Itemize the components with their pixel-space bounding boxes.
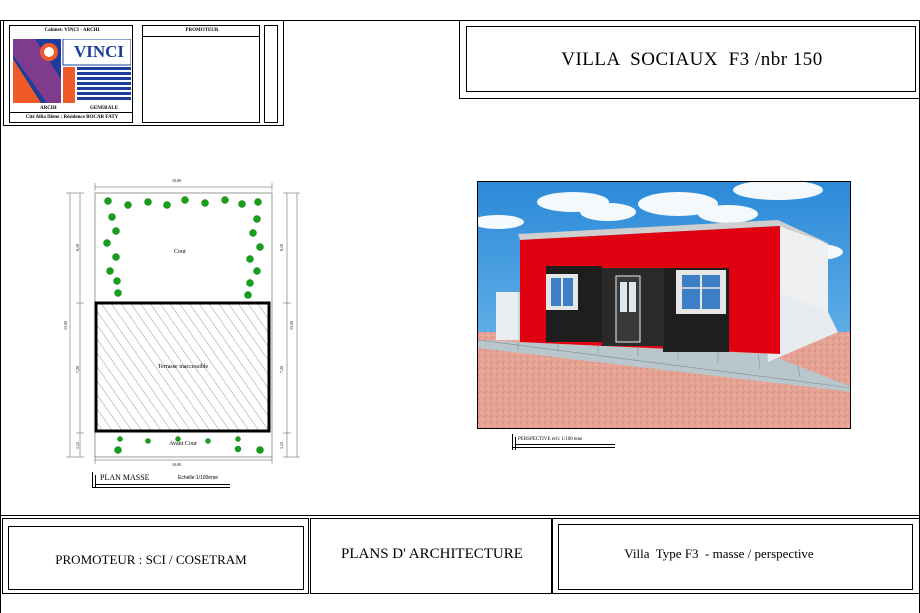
dim-top: 10,00 <box>172 178 181 183</box>
perspective-caption: PERSPECTIVE éch: 1/100 ème <box>512 432 622 450</box>
cartouche-separator <box>10 112 132 113</box>
cartouche-right-strip <box>264 25 278 123</box>
dim-right-total: 13,00 <box>289 321 294 330</box>
footer-inner-type: Villa Type F3 - masse / perspective <box>558 524 913 590</box>
title-block-outer: VILLA SOCIAUX F3 /nbr 150 <box>459 20 920 99</box>
perspective-render <box>477 181 851 429</box>
plan-masse-drawing <box>66 183 300 464</box>
cartouche-inner-left: Cabinet: VINCI - ARCHI <box>9 25 133 123</box>
cabinet-label: Cabinet: VINCI - ARCHI <box>44 28 100 33</box>
caption-rule <box>95 484 230 485</box>
footer-band: PROMOTEUR : SCI / COSETRAM PLANS D' ARCH… <box>0 515 920 613</box>
footer-cell-plans: PLANS D' ARCHITECTURE <box>310 518 552 594</box>
footer-villa-type-text: Villa Type F3 - masse / perspective <box>624 546 814 561</box>
terrasse-label: Terrasse inaccessible <box>157 364 209 370</box>
promoteur-box: PROMOTEUR <box>142 25 260 123</box>
footer-cell-type: Villa Type F3 - masse / perspective <box>552 518 920 594</box>
footer-inner-promoteur: PROMOTEUR : SCI / COSETRAM <box>8 526 304 590</box>
plan-masse-caption: PLAN MASSE Echelle:1/100ème <box>92 470 232 488</box>
caption-tick <box>92 472 93 488</box>
dim-bottom: 10,00 <box>172 462 181 467</box>
dim-left-total: 13,00 <box>63 321 68 330</box>
perspective-caption-text: PERSPECTIVE éch: 1/100 ème <box>518 437 583 442</box>
plan-masse-scale: Echelle:1/100ème <box>178 475 219 481</box>
persp-tick <box>512 434 513 450</box>
page-title: VILLA SOCIAUX F3 /nbr 150 <box>561 49 823 70</box>
caption-tick-2 <box>95 475 96 488</box>
persp-tick-2 <box>515 437 516 450</box>
persp-rule <box>515 444 615 445</box>
promoteur-header: PROMOTEUR <box>185 28 219 33</box>
avant-cour-label: Avant Cour <box>169 441 197 447</box>
logo-text: VINCI <box>73 42 125 61</box>
cartouche-block: Cabinet: VINCI - ARCHI <box>3 20 284 126</box>
archi-label: ARCHI <box>40 106 57 111</box>
persp-rule-2 <box>512 447 615 448</box>
plan-masse: 10,00 10,00 13,00 6,10 7,20 1,15 13,00 6… <box>60 175 300 495</box>
plan-masse-title: PLAN MASSE <box>100 473 150 482</box>
vinci-logo-graphic <box>13 39 131 103</box>
footer-cell-promoteur: PROMOTEUR : SCI / COSETRAM <box>2 518 309 594</box>
perspective-image <box>478 182 850 428</box>
cour-label: Cour <box>174 249 186 255</box>
caption-rule-2 <box>92 487 230 488</box>
generale-label: GENERALE <box>90 106 119 111</box>
vinci-logo: VINCI <box>13 39 131 103</box>
footer-plans-text: PLANS D' ARCHITECTURE <box>341 546 523 562</box>
promoteur-header-rule <box>143 36 259 37</box>
title-block-inner: VILLA SOCIAUX F3 /nbr 150 <box>466 26 916 92</box>
address-text: Cité Allia Diène : Résidence BOCAR FATY <box>25 115 119 120</box>
footer-promoteur-text: PROMOTEUR : SCI / COSETRAM <box>55 552 247 567</box>
